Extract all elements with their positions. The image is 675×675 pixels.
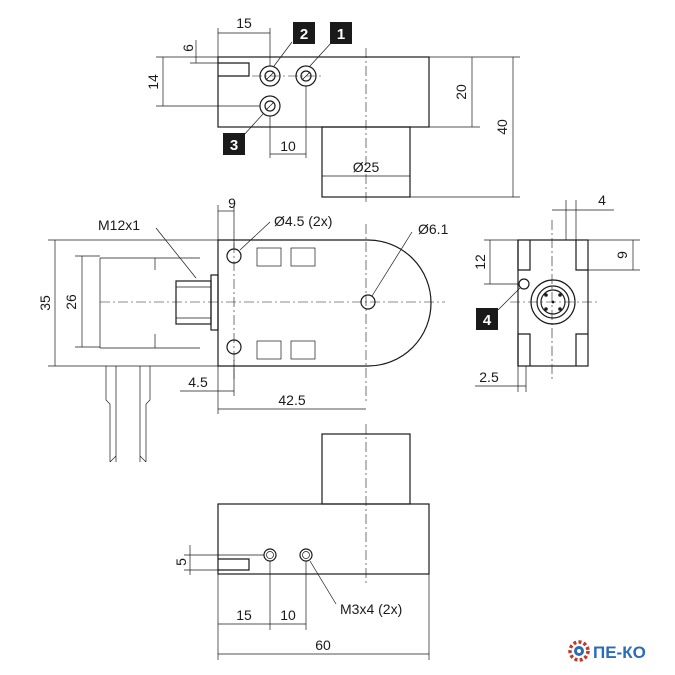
dim-mid-9: 9 — [228, 195, 236, 211]
callout-1-badge — [330, 22, 352, 44]
callout-3-badge — [223, 133, 245, 155]
connector-pin — [544, 293, 548, 297]
dim-top-15: 15 — [236, 15, 252, 31]
dim-top-10: 10 — [280, 138, 296, 154]
bottom-slot — [218, 558, 250, 571]
top-slot — [218, 62, 250, 77]
callout-2-label: 2 — [300, 26, 308, 43]
callout-4-label: 4 — [483, 312, 492, 329]
brand-logo: ПЕ-КО — [568, 640, 646, 662]
side-steps — [517, 240, 588, 366]
top-body-outline — [217, 56, 430, 128]
top-hole-2-inner — [264, 70, 276, 82]
dim-mid-425: 42.5 — [278, 392, 305, 408]
side-body-outline — [517, 239, 589, 367]
dim-mid-m12: M12x1 — [98, 217, 140, 233]
cable-outline — [99, 257, 200, 349]
front-window-3 — [256, 340, 282, 360]
connector-flange — [210, 274, 219, 331]
dim-bot-15: 15 — [236, 607, 252, 623]
top-hole-3-inner — [264, 100, 276, 112]
connector-face-outer — [530, 279, 576, 325]
connector-face-inner — [540, 289, 566, 315]
front-window-1 — [256, 247, 282, 267]
top-hole-1-inner — [300, 70, 312, 82]
dim-top-20: 20 — [453, 84, 469, 100]
front-window-2 — [290, 247, 316, 267]
bottom-hole-m3-2 — [299, 548, 313, 562]
gear-icon — [568, 640, 590, 662]
connector-face-mid — [536, 285, 570, 319]
cable-lines — [105, 366, 151, 463]
dim-side-9: 9 — [614, 251, 630, 259]
connector-body — [175, 280, 212, 325]
callout-1-label: 1 — [337, 26, 345, 43]
dim-side-12: 12 — [472, 254, 488, 270]
dim-side-25: 2.5 — [479, 369, 499, 385]
side-small-hole — [518, 278, 530, 290]
dim-bot-m3: M3x4 (2x) — [340, 601, 402, 617]
bottom-body-outline — [217, 503, 430, 575]
dim-mid-d61: Ø6.1 — [418, 221, 449, 237]
dim-mid-35: 35 — [37, 295, 53, 311]
logo-text: ПЕ-КО — [593, 643, 646, 662]
dim-bot-5: 5 — [173, 558, 189, 566]
callout-2-badge — [293, 22, 315, 44]
callout-4-badge — [476, 308, 498, 330]
side-view: 4 12 9 2.5 4 — [472, 192, 640, 392]
dim-mid-26: 26 — [63, 294, 79, 310]
bottom-hole-m3-1 — [263, 548, 277, 562]
dim-top-6: 6 — [180, 44, 196, 52]
dim-top-d25: Ø25 — [353, 159, 380, 175]
dim-side-4: 4 — [598, 192, 606, 208]
bottom-view: 5 15 10 M3x4 (2x) 60 — [173, 424, 430, 660]
connector-pin — [551, 300, 555, 304]
dim-bot-10: 10 — [280, 607, 296, 623]
dim-mid-hole: Ø4.5 (2x) — [274, 213, 332, 229]
dim-mid-45: 4.5 — [188, 374, 208, 390]
dim-bot-60: 60 — [315, 637, 331, 653]
connector-pin — [558, 307, 562, 311]
callout-3-label: 3 — [230, 137, 238, 154]
front-body-outline — [217, 239, 432, 367]
front-window-4 — [290, 340, 316, 360]
top-view: 15 6 14 10 20 40 Ø25 2 1 — [145, 15, 520, 205]
dim-top-40: 40 — [494, 119, 510, 135]
connector-pin — [558, 293, 562, 297]
connector-pin — [544, 307, 548, 311]
front-view: 9 Ø4.5 (2x) Ø6.1 M12x1 35 26 4.5 42.5 — [37, 195, 449, 463]
dim-top-14: 14 — [145, 74, 161, 90]
